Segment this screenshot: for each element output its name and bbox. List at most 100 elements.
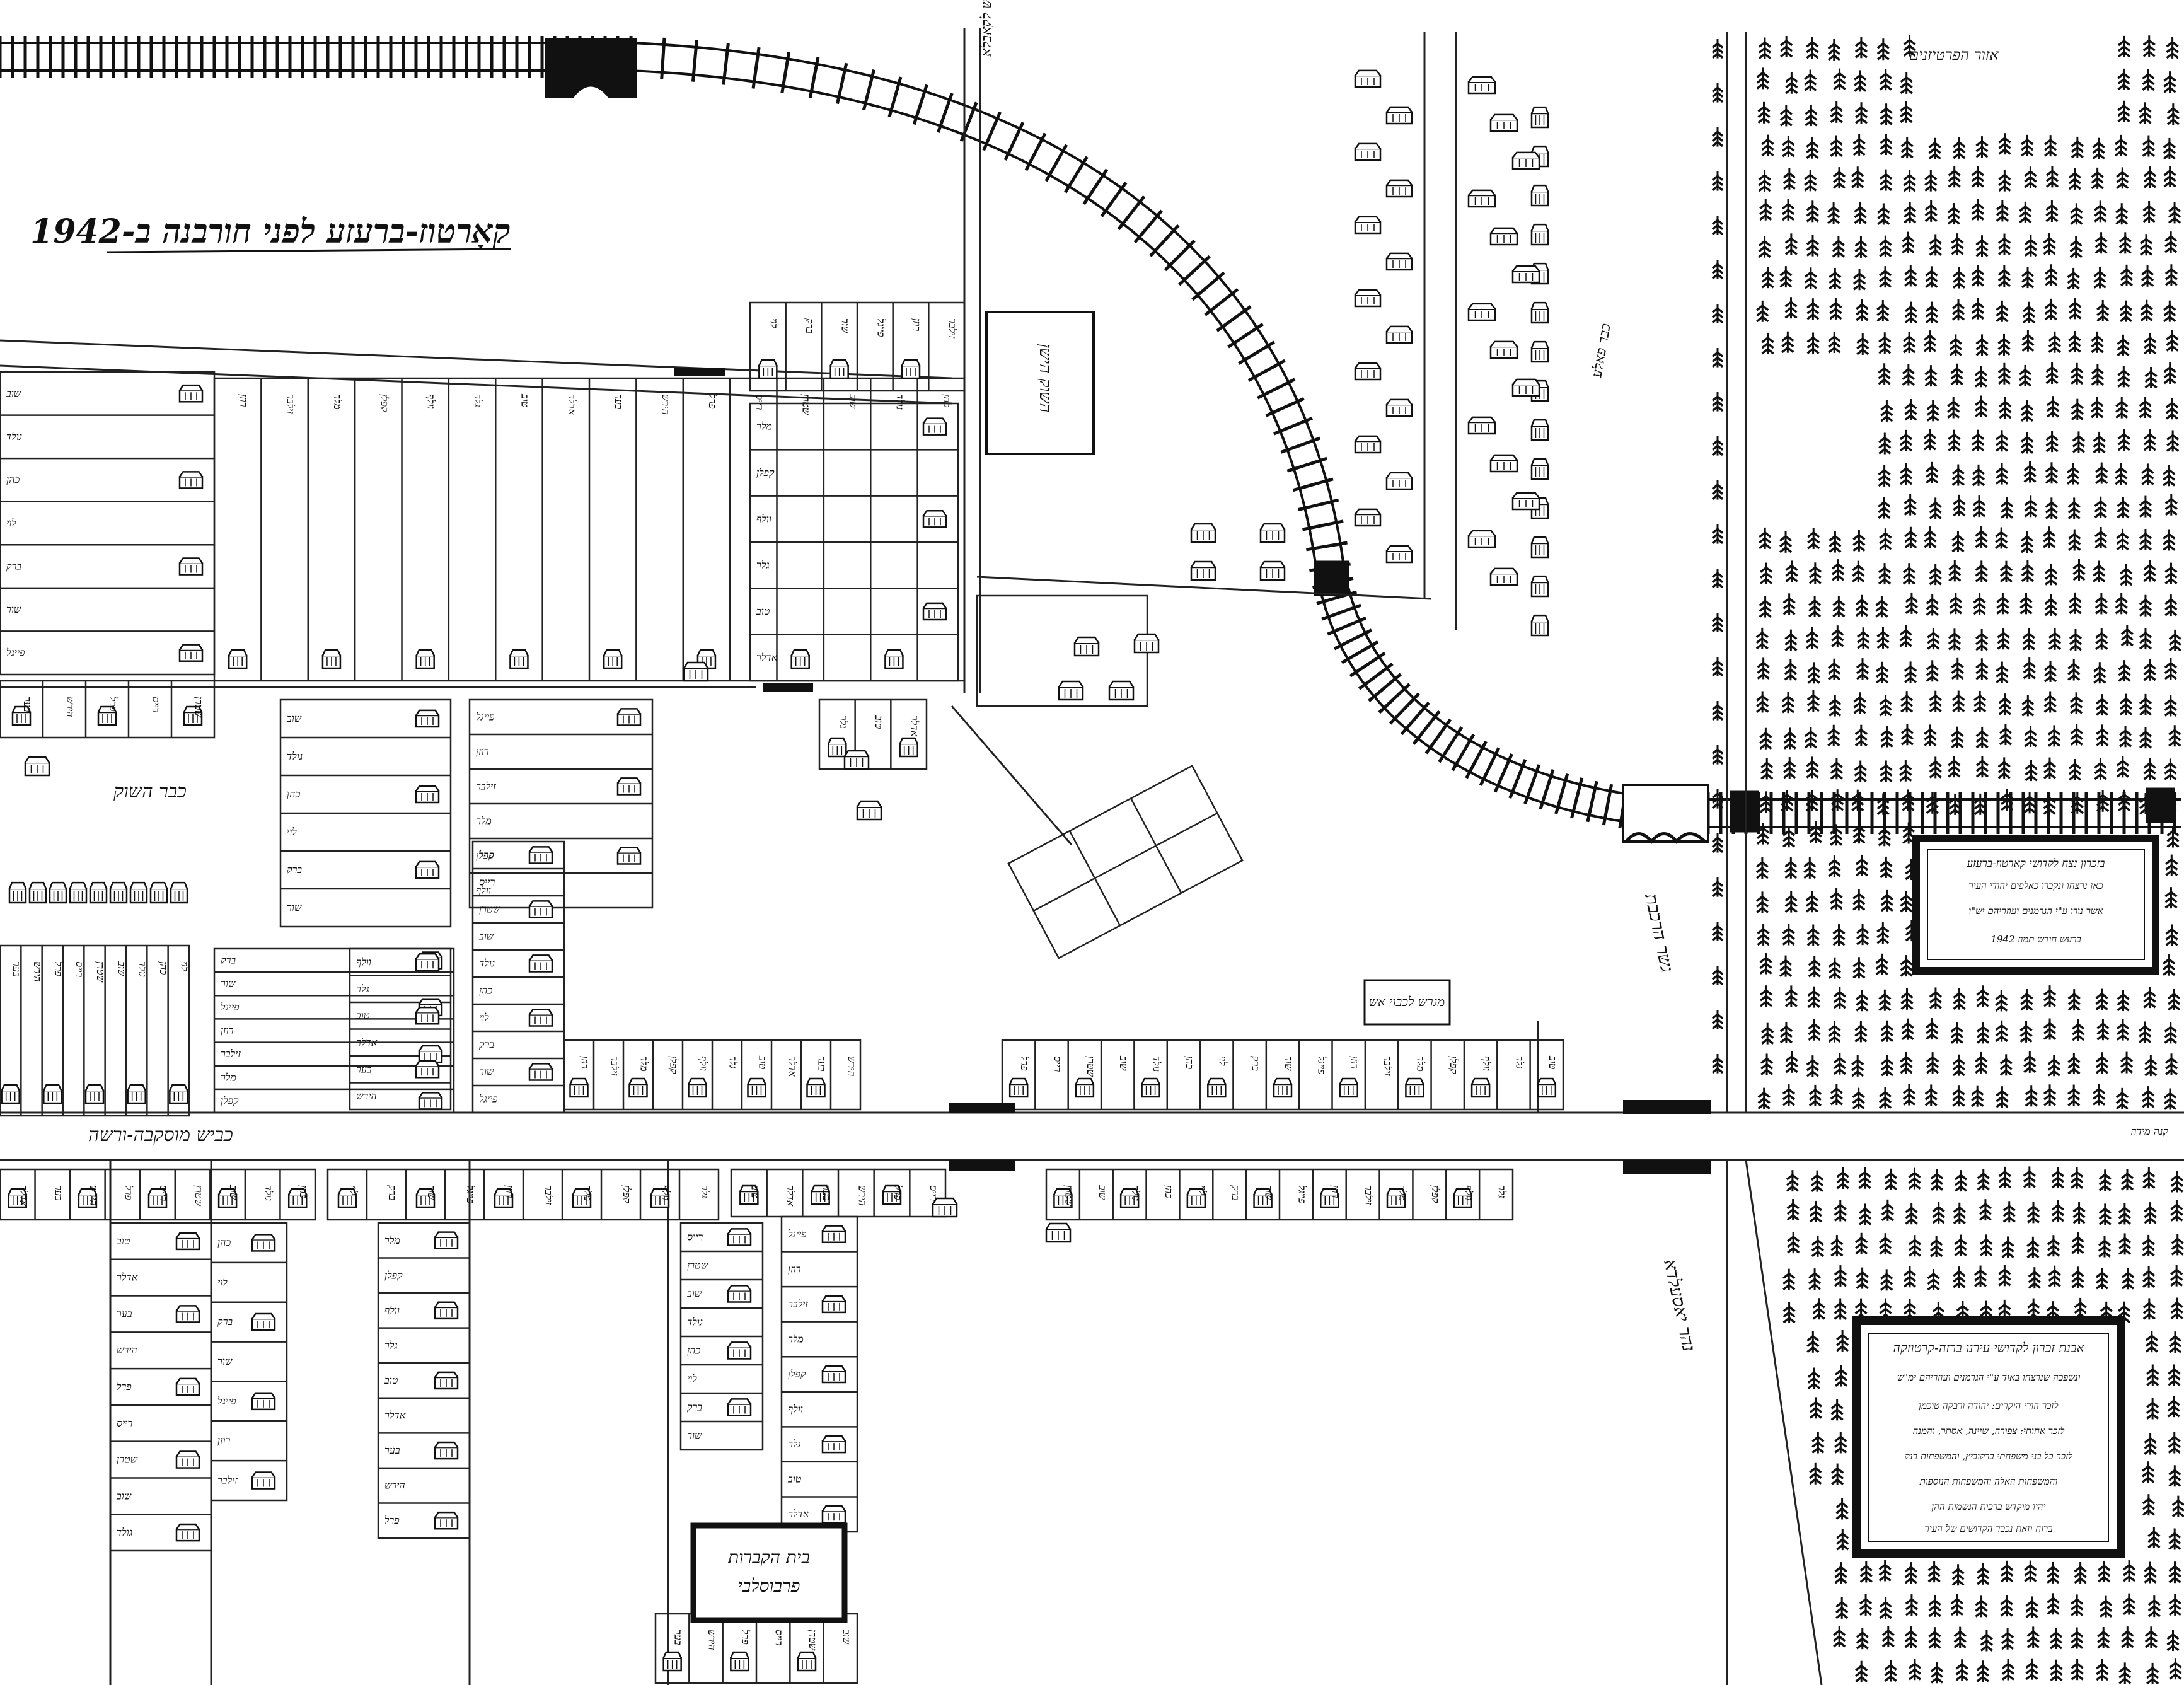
tree-icon <box>2049 1627 2063 1650</box>
tree-icon <box>2094 526 2108 549</box>
tree-icon <box>1782 1302 1796 1324</box>
tree-icon <box>1905 1594 1918 1616</box>
lot-owner-label: שטרן <box>117 1454 138 1466</box>
tree-icon <box>1806 200 1819 223</box>
tree-icon <box>1856 990 1869 1012</box>
tree-icon <box>1807 527 1820 550</box>
lot-owner-label: שוב <box>686 1288 702 1300</box>
tree-icon <box>2168 1364 2181 1386</box>
map-title: קאָרטוז-ברעזע לפני חורבנה ב-1942 <box>30 212 511 251</box>
tree-icon <box>1879 235 1892 258</box>
tree-icon <box>1854 236 1868 258</box>
house-icon <box>1537 1077 1557 1098</box>
house-icon <box>178 644 204 662</box>
house-icon <box>528 1009 553 1027</box>
tree-icon <box>1827 39 1840 61</box>
lot-owner-label: גולד <box>263 1185 275 1201</box>
house-icon <box>434 1511 459 1530</box>
tree-icon <box>2165 854 2178 876</box>
tree-icon <box>2093 662 2106 684</box>
market-square-label: השוק הישן <box>1036 344 1054 413</box>
tree-icon <box>2094 496 2107 519</box>
house-icon <box>1511 492 1540 511</box>
tree-icon <box>2166 103 2180 125</box>
rail-sleeper <box>1064 156 1089 194</box>
tree-icon <box>2170 1297 2183 1319</box>
tree-icon <box>2070 692 2083 714</box>
tree-icon <box>1997 333 2011 356</box>
tree-icon <box>2071 1627 2084 1649</box>
tree-icon <box>1996 661 2009 683</box>
tree-icon <box>1997 265 2011 287</box>
lot-owner-label: הירש <box>32 961 43 982</box>
house-icon <box>528 1063 553 1081</box>
tree-icon <box>1836 1529 1849 1551</box>
tree-icon <box>1996 1086 2009 1108</box>
lot-owner-label: מלר <box>332 394 344 410</box>
house-icon <box>418 1092 443 1110</box>
lot-owner-label: ברק <box>287 864 302 876</box>
tree-icon <box>1999 724 2012 746</box>
tree-icon <box>2071 136 2084 159</box>
lot-owner-label: רוזן <box>476 746 489 758</box>
rail-sleeper <box>1554 773 1569 814</box>
tree-icon <box>2171 1495 2184 1518</box>
tree-icon <box>2043 233 2056 255</box>
house-icon <box>1354 289 1382 308</box>
house-icon <box>415 860 440 879</box>
tree-icon <box>1926 461 1939 484</box>
lot-owner-label: שוב <box>115 961 127 976</box>
tree-icon <box>1761 267 1774 289</box>
tree-icon <box>1854 102 1868 124</box>
tree-icon <box>1948 429 1961 452</box>
lot-owner-label: אדלר <box>787 1056 799 1077</box>
tree-icon <box>2143 758 2156 780</box>
tree-icon <box>2045 166 2059 188</box>
house-icon <box>806 1077 826 1098</box>
lot-owner-label: זילבר <box>609 1056 621 1076</box>
lot-owner-label: כהן <box>687 1345 700 1357</box>
tree-icon <box>1879 1233 1892 1255</box>
tree-icon <box>2091 396 2104 419</box>
rail-sleeper <box>1341 640 1379 664</box>
tree-icon <box>2166 37 2179 59</box>
tree-icon <box>1948 166 1961 188</box>
tree-icon <box>2117 68 2130 91</box>
rail-left <box>0 42 2181 801</box>
tree-icon <box>2139 594 2152 617</box>
tree-icon <box>1971 1085 1984 1108</box>
tree-icon <box>2067 989 2081 1011</box>
house-icon <box>1259 523 1286 543</box>
lot-owner-label: שטרן <box>687 1259 708 1271</box>
tree-icon <box>2024 726 2037 748</box>
tree-icon <box>1756 300 1769 323</box>
tree-icon <box>1852 822 1866 844</box>
tree-icon <box>1808 1084 1822 1107</box>
house-icon <box>1530 223 1549 246</box>
tree-icon <box>1878 432 1892 455</box>
tree-icon <box>1973 690 1987 713</box>
lot-owner-label: ברק <box>386 1185 398 1200</box>
house-icon <box>1354 69 1382 88</box>
tree-icon <box>1995 1020 2008 1043</box>
tree-icon <box>1854 202 1867 224</box>
tree-icon <box>2163 137 2176 160</box>
tree-icon <box>1876 661 1889 684</box>
tree-icon <box>2120 625 2134 647</box>
tree-icon <box>1953 494 1966 517</box>
tree-icon <box>1926 792 1939 814</box>
tree-icon <box>2144 332 2157 355</box>
tree-icon <box>1929 756 1942 779</box>
lot-owner-label: שוב <box>840 1629 852 1645</box>
tree-icon <box>2122 1593 2135 1616</box>
tree-icon <box>1784 857 1798 879</box>
tree-icon <box>2168 725 2181 747</box>
tree-icon <box>2120 1051 2134 1074</box>
lot-owner-label: פייגל <box>6 647 25 659</box>
tree-icon <box>1950 1022 1963 1044</box>
tree-icon <box>1975 1595 1988 1618</box>
tree-icon <box>1806 756 1819 779</box>
tree-icon <box>1711 392 1724 412</box>
tree-icon <box>1905 1203 1918 1225</box>
